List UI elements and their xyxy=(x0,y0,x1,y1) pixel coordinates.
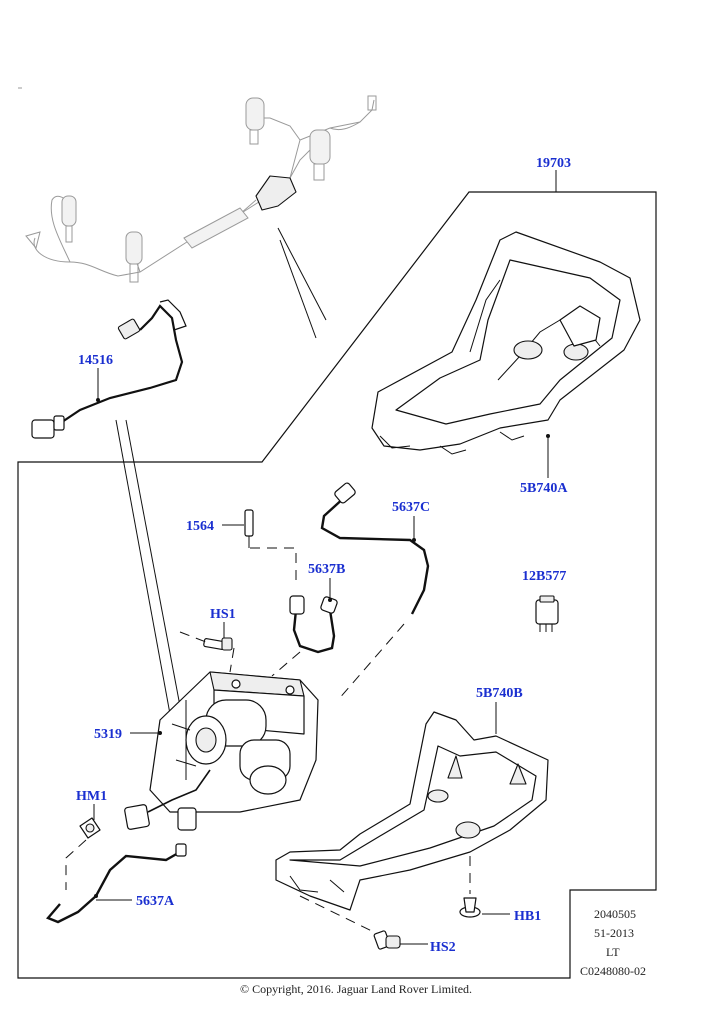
callout-14516: 14516 xyxy=(78,353,113,368)
cover-5B740A xyxy=(371,231,641,455)
screw-HS2 xyxy=(373,930,401,950)
sensor-HM1 xyxy=(79,817,101,839)
callout-5319: 5319 xyxy=(94,727,122,742)
group-frame xyxy=(17,191,657,979)
reference-number: 2040505 xyxy=(594,907,636,921)
vehicle-context-view xyxy=(18,87,377,283)
callout-19703: 19703 xyxy=(536,156,571,171)
harness-14516 xyxy=(31,299,187,439)
callout-5B740A: 5B740A xyxy=(520,481,568,496)
compressor-5319 xyxy=(124,671,319,831)
callout-HS1: HS1 xyxy=(210,607,236,622)
highlighted-module xyxy=(255,175,297,211)
connector-1564 xyxy=(244,509,254,548)
copyright-notice: © Copyright, 2016. Jaguar Land Rover Lim… xyxy=(240,982,472,996)
reference-date: 51-2013 xyxy=(594,926,634,940)
reference-id: C0248080-02 xyxy=(580,964,646,978)
pipe-5637B xyxy=(289,595,338,654)
relay-12B577 xyxy=(535,595,559,632)
callout-5B740B: 5B740B xyxy=(476,686,523,701)
callout-5637B: 5637B xyxy=(308,562,345,577)
callout-12B577: 12B577 xyxy=(522,569,566,584)
bolt-HS1 xyxy=(203,637,233,651)
callout-5637C: 5637C xyxy=(392,500,430,515)
callout-1564: 1564 xyxy=(186,519,214,534)
callout-HM1: HM1 xyxy=(76,789,107,804)
cover-5B740B xyxy=(275,711,549,911)
rivet-HB1 xyxy=(459,897,481,918)
callout-5637A: 5637A xyxy=(136,894,175,909)
pipe-5637A xyxy=(45,843,187,924)
reference-code: LT xyxy=(606,945,620,959)
callout-HB1: HB1 xyxy=(514,909,541,924)
callout-HS2: HS2 xyxy=(430,940,456,955)
